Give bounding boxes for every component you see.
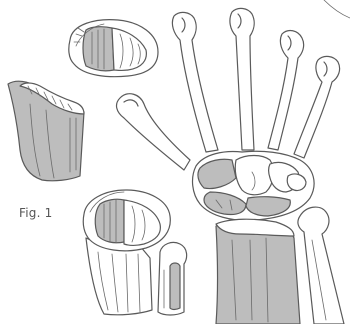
sketch-edge-curve [324,0,350,18]
carpal-block-top-view [69,20,158,77]
carpal-radius-ulna-assembly [83,190,186,315]
radius-bone-end [8,81,84,181]
figure-label: Fig. 1 [19,206,52,220]
